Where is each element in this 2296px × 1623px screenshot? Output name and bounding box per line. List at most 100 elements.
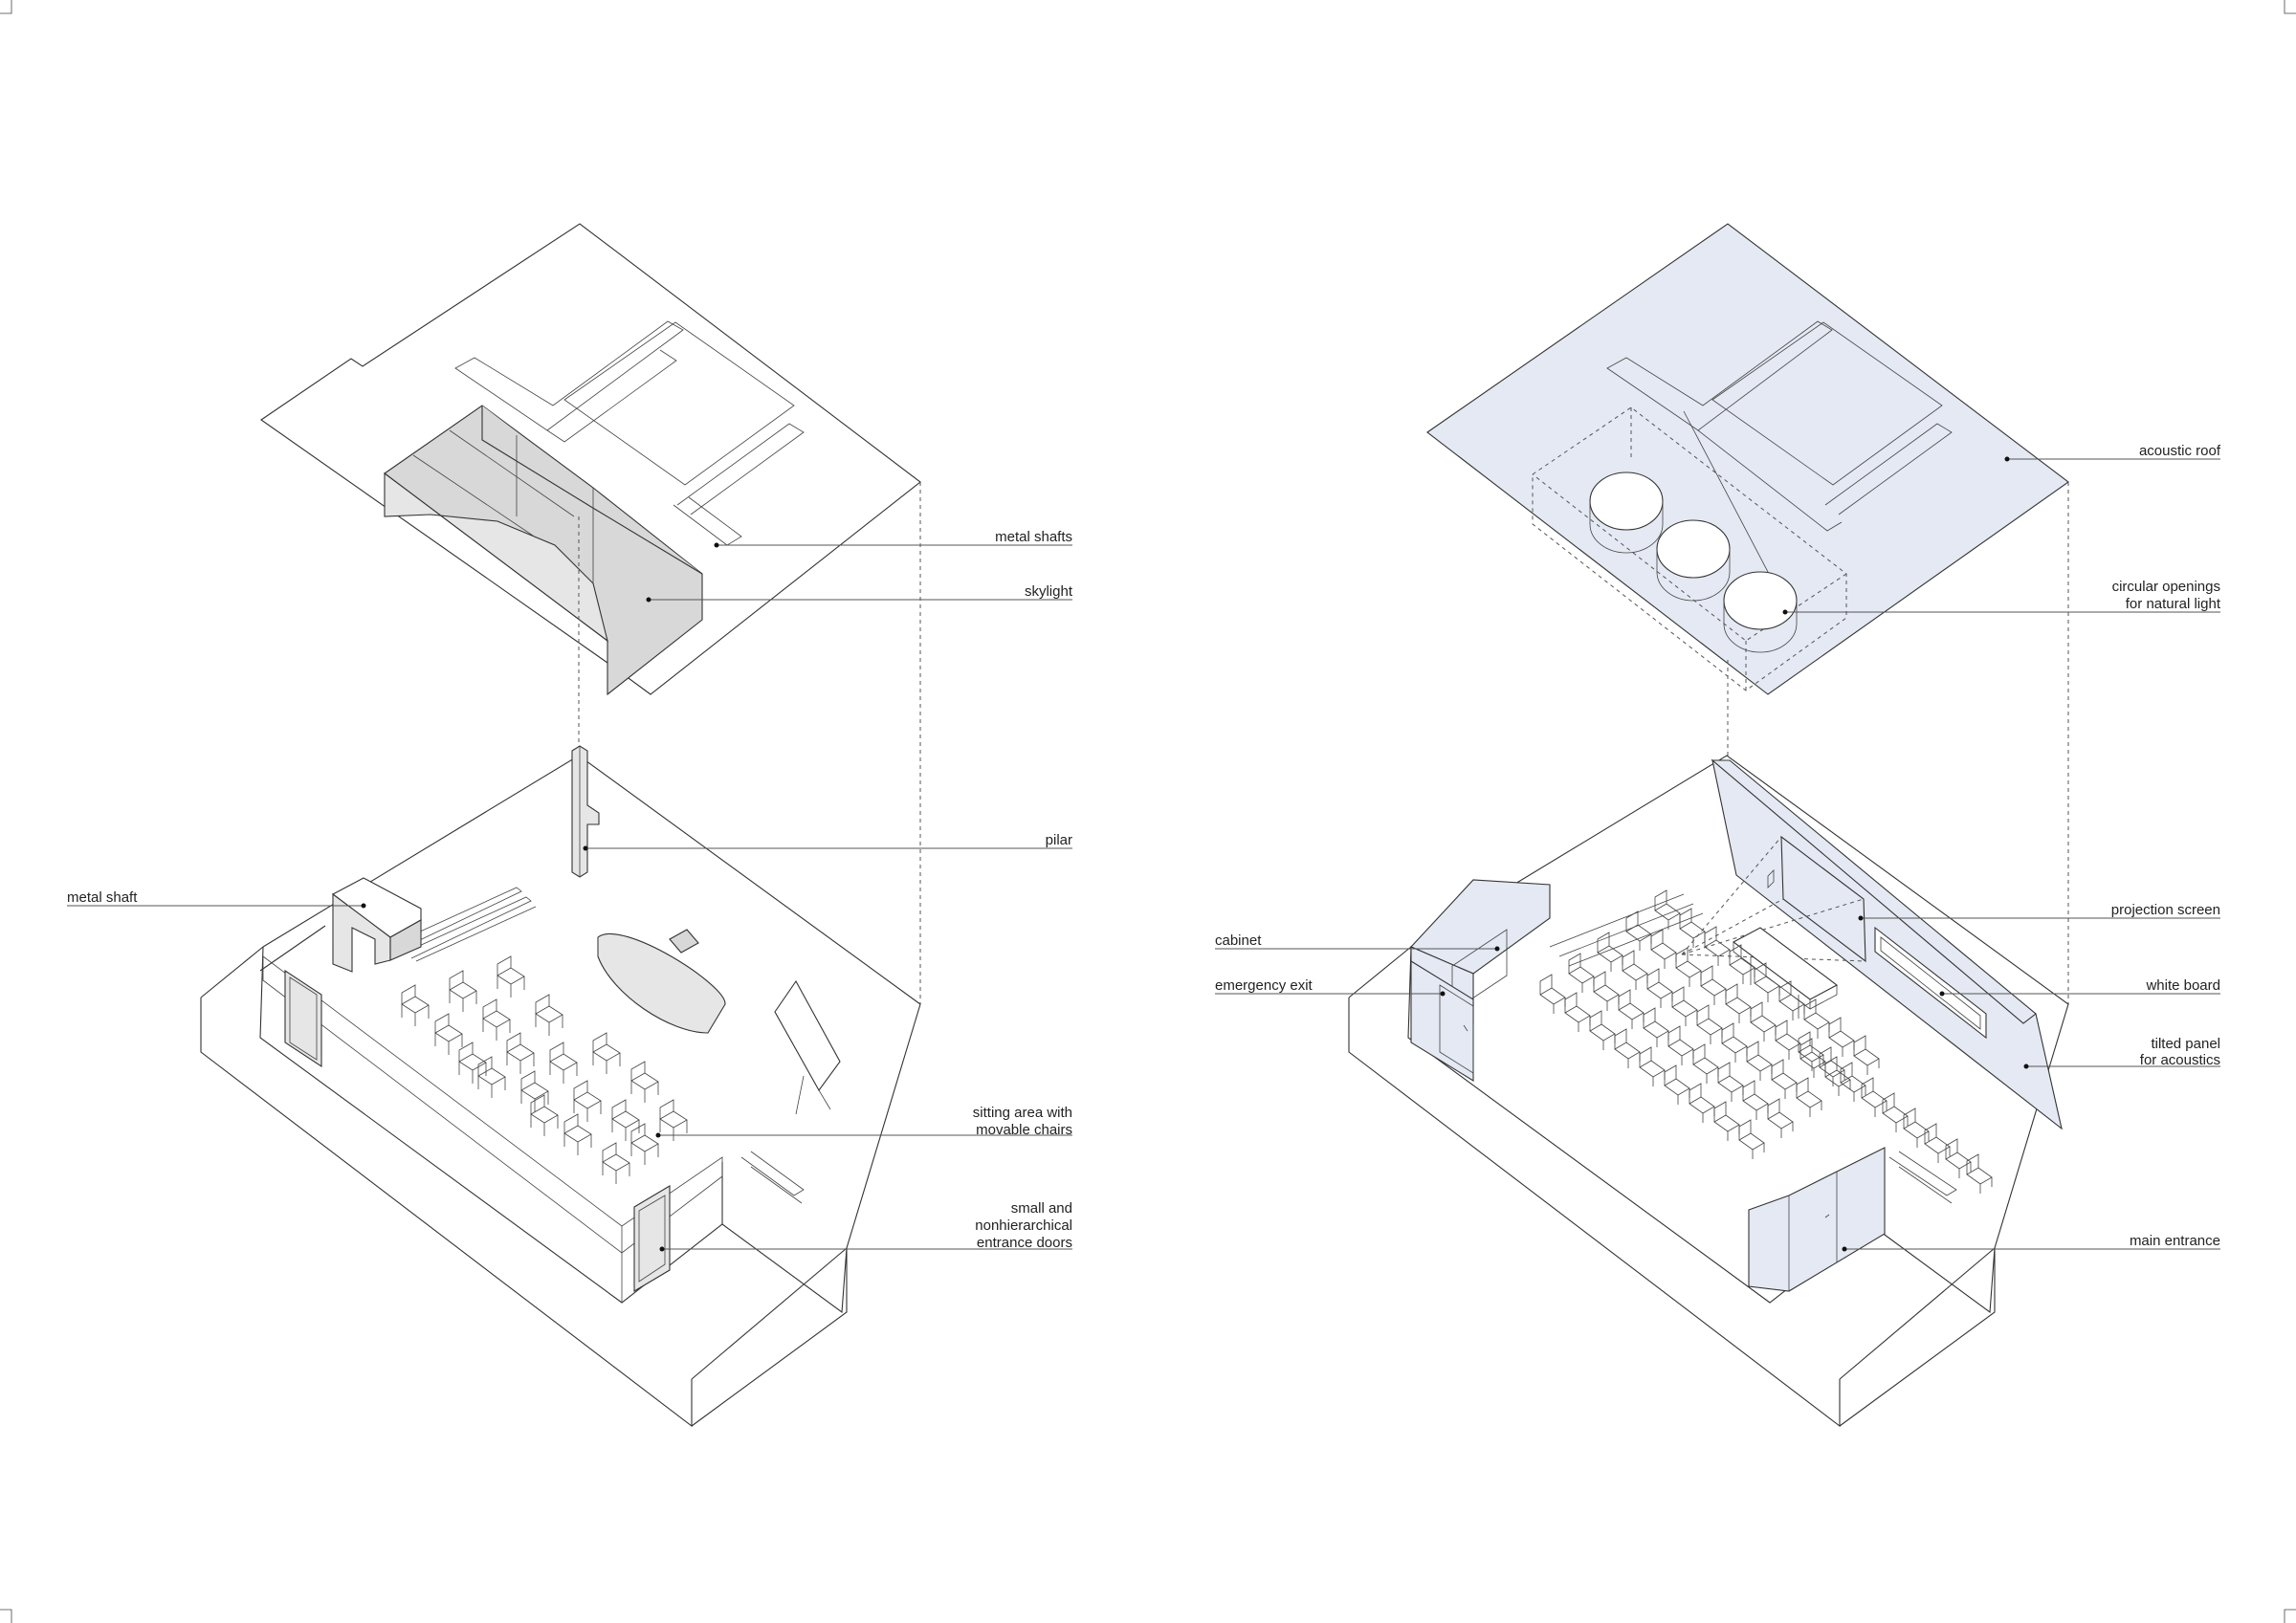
chair-icon — [630, 1123, 659, 1165]
seat-icon — [1828, 1017, 1855, 1057]
white-board-drawing — [1874, 926, 1987, 1040]
seat-icon — [1664, 1064, 1690, 1105]
chair-icon — [520, 1070, 549, 1112]
chair-icon — [563, 1113, 592, 1155]
label-white-board: white board — [2145, 977, 2220, 994]
seat-icon — [1861, 1077, 1888, 1117]
pilar-drawing — [571, 745, 600, 878]
seat-icon — [1646, 968, 1673, 1008]
left-door-drawing — [284, 969, 322, 1068]
label-doors-2: nonhierarchical — [975, 1217, 1072, 1234]
left-leaders — [67, 542, 1072, 1252]
chair-icon — [659, 1099, 688, 1141]
right-door-drawing — [633, 1185, 671, 1292]
seat-icon — [1654, 889, 1681, 930]
seat-icon — [1689, 1083, 1715, 1123]
metal-shaft-drawing — [331, 877, 422, 973]
label-tilted-2: for acoustics — [2140, 1052, 2220, 1068]
seat-icon — [1539, 974, 1566, 1014]
label-circular-2: for natural light — [2126, 596, 2221, 612]
chair-icon — [482, 998, 511, 1041]
label-sitting-area-2: movable chairs — [976, 1122, 1072, 1138]
label-doors-1: small and — [1011, 1200, 1072, 1217]
seat-icon — [1853, 1035, 1880, 1075]
seat-icon — [1618, 989, 1645, 1029]
right-labels: acoustic roof circular openings for natu… — [1215, 443, 2221, 1249]
right-roof — [1426, 223, 2069, 695]
chair-icon — [630, 1061, 659, 1103]
label-pilar: pilar — [1046, 832, 1072, 848]
label-metal-shaft: metal shaft — [67, 889, 138, 906]
label-acoustic-roof: acoustic roof — [2139, 443, 2221, 459]
seat-icon — [1742, 1080, 1769, 1120]
seat-icon — [1639, 1046, 1666, 1086]
seat-icon — [1798, 1031, 1824, 1071]
left-projection-lines — [578, 482, 921, 1004]
seat-icon — [1568, 953, 1595, 993]
desk-drawing — [597, 929, 726, 1034]
label-skylight: skylight — [1025, 583, 1073, 600]
chair-icon — [549, 1042, 578, 1084]
chair-icon — [449, 970, 477, 1012]
seat-icon — [1903, 1108, 1930, 1148]
chair-icon — [535, 994, 563, 1036]
seat-icon — [1700, 965, 1727, 1005]
chair-icon — [434, 1013, 463, 1055]
seat-icon — [1721, 1022, 1748, 1063]
seat-icon — [1750, 1001, 1777, 1042]
seat-icon — [1589, 1010, 1616, 1050]
seat-icon — [1713, 1101, 1740, 1141]
seat-icon — [1593, 971, 1620, 1011]
seat-icon — [1738, 1119, 1765, 1159]
seat-icon — [1696, 1004, 1723, 1044]
chair-icon — [458, 1042, 487, 1084]
chair-icon — [530, 1094, 559, 1136]
seat-icon — [1767, 1098, 1794, 1138]
emergency-exit-drawing — [1410, 960, 1474, 1082]
skylight-drawing — [384, 405, 703, 696]
chair-icon — [592, 1032, 621, 1074]
movable-chairs — [401, 955, 688, 1184]
seat-icon — [1625, 910, 1652, 951]
seat-icon — [1778, 980, 1805, 1020]
seat-icon — [1622, 950, 1648, 990]
left-labels: metal shafts skylight pilar metal shaft … — [67, 529, 1073, 1251]
chair-icon — [611, 1099, 640, 1141]
seat-icon — [1824, 1056, 1851, 1096]
chair-icon — [477, 1056, 506, 1098]
seat-icon — [1650, 929, 1677, 969]
metal-shafts-drawing — [454, 320, 805, 546]
seat-icon — [1667, 1025, 1694, 1065]
seat-icon — [1771, 1059, 1798, 1099]
chair-icon — [497, 955, 525, 998]
right-leaders — [1215, 456, 2220, 1252]
seat-icon — [1564, 992, 1591, 1032]
seat-icon — [1614, 1028, 1641, 1068]
chair-icon — [573, 1080, 602, 1122]
label-emergency-exit: emergency exit — [1215, 977, 1314, 994]
seat-icon — [1675, 947, 1702, 987]
seat-icon — [1692, 1043, 1719, 1084]
seat-icon — [1803, 998, 1830, 1039]
seat-icon — [1746, 1041, 1773, 1081]
chair-icon — [602, 1142, 630, 1184]
seat-icon — [1597, 932, 1623, 972]
seat-icon — [1924, 1123, 1951, 1163]
seat-icon — [1966, 1153, 1993, 1194]
right-projection-lines — [1727, 482, 2069, 1004]
label-doors-3: entrance doors — [977, 1235, 1072, 1251]
seat-icon — [1754, 962, 1780, 1002]
seat-icon — [1679, 908, 1706, 948]
seat-icon — [1729, 944, 1755, 984]
label-circular-1: circular openings — [2112, 579, 2220, 595]
seat-icon — [1671, 986, 1698, 1026]
label-projection-screen: projection screen — [2111, 902, 2220, 918]
seat-icon — [1796, 1077, 1822, 1117]
seat-icon — [1819, 1046, 1845, 1086]
left-room — [200, 745, 921, 1428]
label-sitting-area-1: sitting area with — [973, 1105, 1072, 1121]
label-cabinet: cabinet — [1215, 932, 1262, 949]
label-main-entrance: main entrance — [2130, 1233, 2220, 1249]
seat-icon — [1717, 1062, 1744, 1102]
